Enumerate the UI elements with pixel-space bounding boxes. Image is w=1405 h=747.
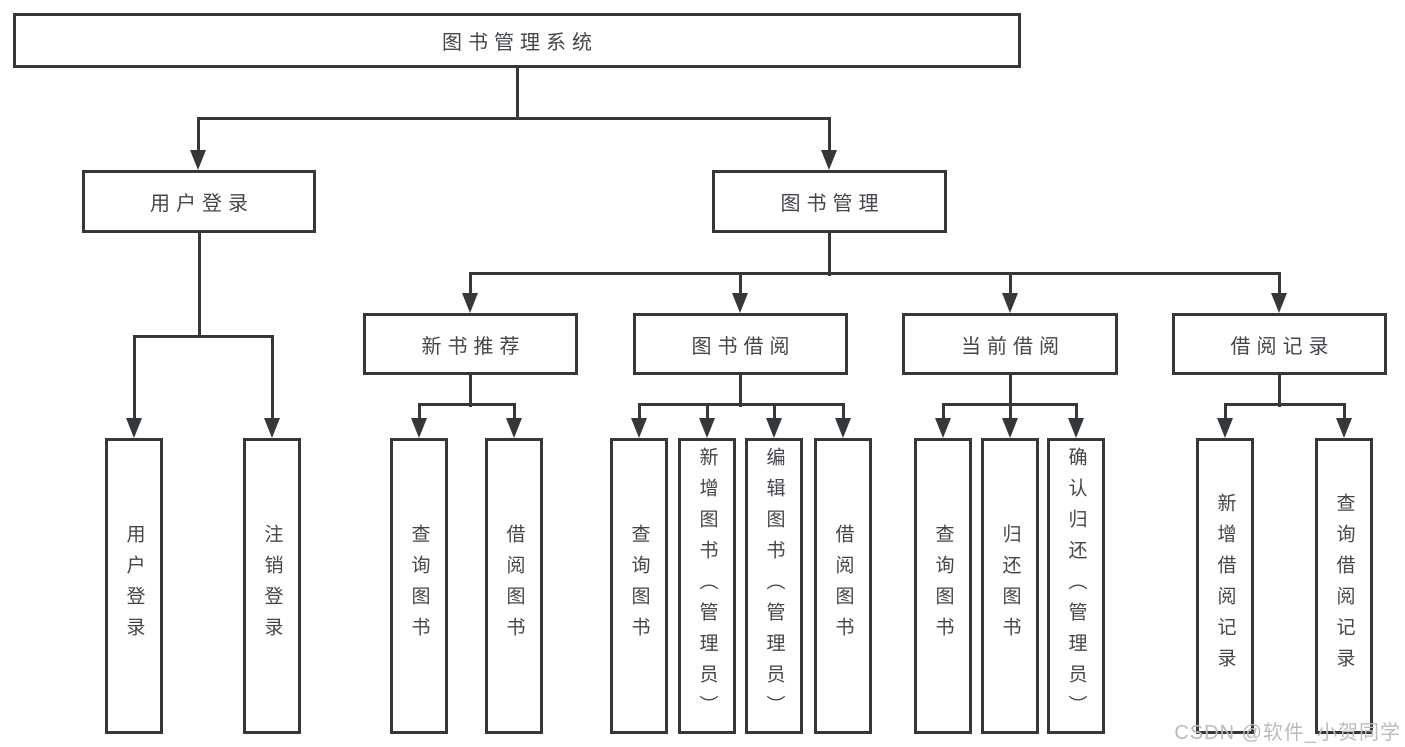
leaf-recommend-borrow-books: 借阅图书 xyxy=(485,438,543,734)
node-library-management-system: 图书管理系统 xyxy=(13,13,1021,68)
connector-line-vertical xyxy=(827,118,831,152)
connector-line-horizontal xyxy=(197,116,831,120)
arrowhead-down-icon xyxy=(821,150,837,170)
leaf-records-add-record: 新增借阅记录 xyxy=(1196,438,1254,734)
leaf-label: 查询图书 xyxy=(408,524,430,648)
leaf-current-query-books: 查询图书 xyxy=(914,438,972,734)
arrowhead-down-icon xyxy=(506,418,522,438)
leaf-label: 查询图书 xyxy=(932,524,954,648)
connector-line-horizontal xyxy=(1224,402,1346,406)
connector-line-vertical xyxy=(1277,375,1281,407)
leaf-borrowing-edit-books-admin: 编辑图书（管理员） xyxy=(745,438,803,734)
arrowhead-down-icon xyxy=(462,293,478,313)
node-label: 新书推荐 xyxy=(421,335,526,358)
arrowhead-down-icon xyxy=(264,418,280,438)
arrowhead-down-icon xyxy=(1271,293,1287,313)
connector-line-vertical xyxy=(1074,404,1078,419)
arrowhead-down-icon xyxy=(1068,418,1084,438)
node-label: 用户登录 xyxy=(150,193,254,215)
arrowhead-down-icon xyxy=(411,418,427,438)
arrowhead-down-icon xyxy=(766,418,782,438)
connector-line-horizontal xyxy=(942,402,1078,406)
connector-line-horizontal xyxy=(469,271,1281,275)
connector-line-vertical xyxy=(1223,404,1227,419)
node-label: 图书借阅 xyxy=(691,335,796,358)
node-label: 当前借阅 xyxy=(961,335,1065,358)
connector-line-vertical xyxy=(132,335,136,419)
connector-line-vertical xyxy=(637,404,641,419)
node-borrowing-records: 借阅记录 xyxy=(1172,313,1387,375)
connector-line-vertical xyxy=(1008,404,1012,419)
leaf-label: 编辑图书（管理员） xyxy=(763,446,785,726)
connector-line-vertical xyxy=(1277,273,1281,294)
arrowhead-down-icon xyxy=(1002,293,1018,313)
node-book-borrowing: 图书借阅 xyxy=(633,313,848,375)
leaf-label: 用户登录 xyxy=(123,524,145,648)
node-label: 图书管理系统 xyxy=(442,32,598,54)
arrowhead-down-icon xyxy=(1336,418,1352,438)
arrowhead-down-icon xyxy=(935,418,951,438)
leaf-label: 归还图书 xyxy=(999,524,1021,648)
node-new-book-recommend: 新书推荐 xyxy=(363,313,578,375)
csdn-watermark: CSDN @软件_小贺同学 xyxy=(1174,722,1401,744)
connector-line-vertical xyxy=(827,233,831,276)
arrowhead-down-icon xyxy=(190,150,206,170)
leaf-logout: 注销登录 xyxy=(243,438,301,734)
leaf-borrowing-add-books-admin: 新增图书（管理员） xyxy=(678,438,736,734)
connector-line-vertical xyxy=(417,404,421,419)
leaf-label: 查询图书 xyxy=(628,524,650,648)
connector-line-vertical xyxy=(468,375,472,407)
connector-line-horizontal xyxy=(638,402,845,406)
node-label: 借阅记录 xyxy=(1230,335,1335,358)
arrowhead-down-icon xyxy=(126,418,142,438)
node-label: 图书管理 xyxy=(780,193,885,215)
arrowhead-down-icon xyxy=(835,418,851,438)
connector-line-vertical xyxy=(515,68,519,120)
leaf-current-return-books: 归还图书 xyxy=(981,438,1039,734)
connector-line-vertical xyxy=(1008,375,1012,407)
leaf-label: 借阅图书 xyxy=(832,524,854,648)
node-user-login: 用户登录 xyxy=(82,170,316,233)
connector-line-horizontal xyxy=(133,334,274,338)
leaf-borrowing-query-books: 查询图书 xyxy=(610,438,668,734)
connector-line-vertical xyxy=(196,118,200,152)
leaf-current-confirm-return-admin: 确认归还（管理员） xyxy=(1047,438,1105,734)
connector-line-horizontal xyxy=(418,402,516,406)
leaf-label: 确认归还（管理员） xyxy=(1065,446,1087,726)
leaf-user-login: 用户登录 xyxy=(105,438,163,734)
connector-line-vertical xyxy=(1342,404,1346,419)
connector-line-vertical xyxy=(270,335,274,419)
connector-line-vertical xyxy=(1008,273,1012,294)
leaf-label: 注销登录 xyxy=(261,524,283,648)
node-book-management: 图书管理 xyxy=(712,170,947,233)
connector-line-vertical xyxy=(468,273,472,294)
leaf-records-query-record: 查询借阅记录 xyxy=(1315,438,1373,734)
node-current-borrowing: 当前借阅 xyxy=(902,313,1118,375)
arrowhead-down-icon xyxy=(1217,418,1233,438)
connector-line-vertical xyxy=(841,404,845,419)
leaf-label: 查询借阅记录 xyxy=(1333,493,1355,679)
leaf-label: 借阅图书 xyxy=(503,524,525,648)
arrowhead-down-icon xyxy=(1002,418,1018,438)
leaf-recommend-query-books: 查询图书 xyxy=(390,438,448,734)
connector-line-vertical xyxy=(197,233,201,338)
leaf-borrowing-borrow-books: 借阅图书 xyxy=(814,438,872,734)
arrowhead-down-icon xyxy=(699,418,715,438)
connector-line-vertical xyxy=(772,404,776,419)
connector-line-vertical xyxy=(738,375,742,407)
leaf-label: 新增借阅记录 xyxy=(1214,493,1236,679)
leaf-label: 新增图书（管理员） xyxy=(696,446,718,726)
arrowhead-down-icon xyxy=(732,293,748,313)
connector-line-vertical xyxy=(705,404,709,419)
connector-line-vertical xyxy=(512,404,516,419)
connector-line-vertical xyxy=(738,273,742,294)
arrowhead-down-icon xyxy=(631,418,647,438)
connector-line-vertical xyxy=(941,404,945,419)
